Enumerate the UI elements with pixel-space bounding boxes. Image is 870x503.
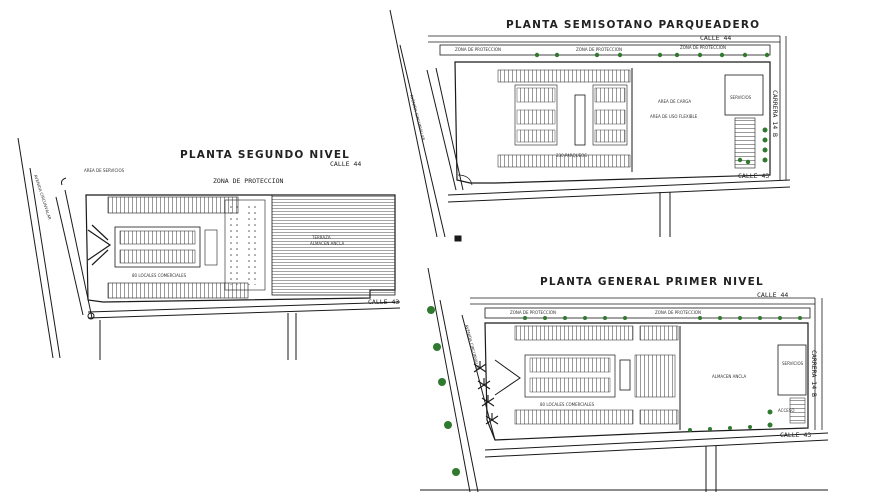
plan-segundo-title: PLANTA SEGUNDO NIVEL <box>180 149 350 161</box>
segundo-terraza: TERRAZA <box>311 235 331 240</box>
segundo-building <box>85 194 396 303</box>
segundo-calle-44: CALLE 44 <box>330 160 361 168</box>
semisotano-avenida-label: AVENIDA CIRCUNVALAR <box>409 94 426 141</box>
general-bottom-street <box>420 432 829 492</box>
semisotano-area-carga: AREA DE CARGA <box>658 99 691 104</box>
general-top-road <box>470 297 823 430</box>
segundo-avenue <box>17 137 93 359</box>
plan-semisotano: PLANTA SEMISOTANO PARQUEADERO CALLE 44 A… <box>389 9 791 242</box>
segundo-calle-43: CALLE 43 <box>368 298 399 306</box>
semisotano-area-flexible: AREA DE USO FLEXIBLE <box>650 114 698 119</box>
semisotano-servicios: SERVICIOS <box>730 95 752 100</box>
plan-segundo-nivel: PLANTA SEGUNDO NIVEL CALLE 44 ZONA DE PR… <box>17 137 401 360</box>
semisotano-building <box>454 61 771 186</box>
segundo-locales: 80 LOCALES COMERCIALES <box>132 273 187 278</box>
plan-general-title: PLANTA GENERAL PRIMER NIVEL <box>540 276 764 288</box>
semisotano-zona-3: ZONA DE PROTECCION <box>680 45 726 50</box>
semisotano-zona-1: ZONA DE PROTECCION <box>455 47 501 52</box>
general-servicios: SERVICIOS <box>782 361 804 366</box>
general-avenue <box>427 267 496 493</box>
semisotano-carrera: CARRERA 14 B <box>771 90 779 137</box>
general-zona-1: ZONA DE PROTECCION <box>510 310 556 315</box>
semisotano-avenue <box>389 9 464 238</box>
general-avenida-label: AVENIDA CIRCUNVALAR <box>464 324 481 371</box>
general-trees-bottom <box>688 409 773 432</box>
segundo-zona-proteccion: ZONA DE PROTECCION <box>213 177 284 185</box>
general-trees-left <box>427 306 460 476</box>
general-locales: 80 LOCALES COMERCIALES <box>540 402 595 407</box>
general-calle-44: CALLE 44 <box>757 291 788 299</box>
segundo-area-servicios: AREA DE SERVICIOS <box>84 168 125 173</box>
plan-semisotano-title: PLANTA SEMISOTANO PARQUEADERO <box>506 19 760 31</box>
general-building <box>484 322 809 441</box>
semisotano-calle-43: CALLE 43 <box>738 172 769 180</box>
semisotano-top-road <box>428 35 787 180</box>
general-palms <box>473 361 499 425</box>
general-carrera: CARRERA 14 B <box>810 350 818 397</box>
segundo-avenida-label: AVENIDA CIRCUNVALAR <box>33 174 52 221</box>
general-acceso: ACCESO <box>778 408 794 413</box>
segundo-street <box>87 301 401 360</box>
semisotano-trees-top <box>534 52 770 58</box>
general-calle-43: CALLE 43 <box>780 431 811 439</box>
semisotano-parqueos: 330 PARQUEOS <box>556 153 587 158</box>
semisotano-trees-right <box>737 127 768 165</box>
plan-general: PLANTA GENERAL PRIMER NIVEL CALLE 44 AVE… <box>420 267 829 493</box>
general-almacen-ancla: ALMACEN ANCLA <box>712 374 747 379</box>
general-trees-top <box>523 316 802 320</box>
semisotano-bottom-street <box>447 179 791 242</box>
general-zona-2: ZONA DE PROTECCION <box>655 310 701 315</box>
semisotano-zona-2: ZONA DE PROTECCION <box>576 47 622 52</box>
segundo-almacen-ancla: ALMACEN ANCLA <box>310 241 345 246</box>
semisotano-calle-44: CALLE 44 <box>700 34 731 42</box>
